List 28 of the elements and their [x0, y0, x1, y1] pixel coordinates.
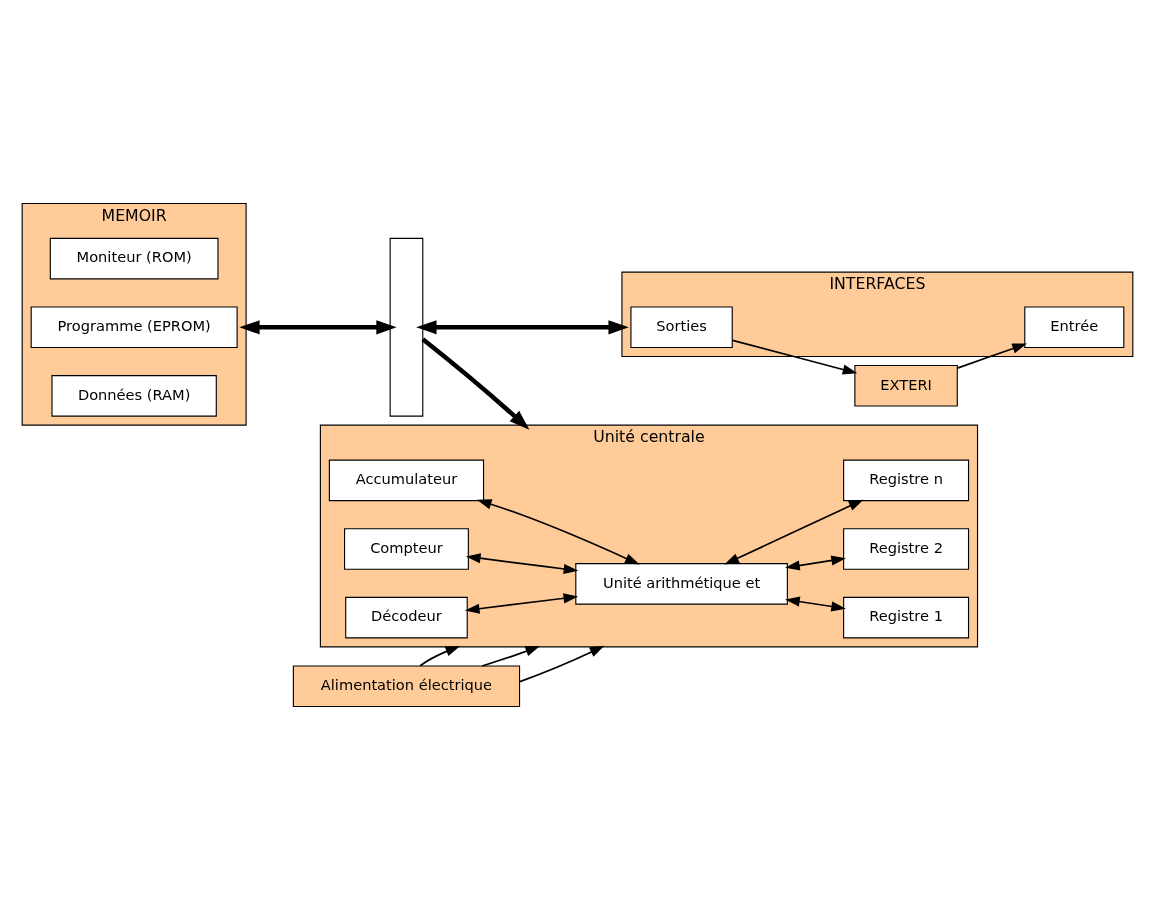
node-box: Sorties — [630, 305, 733, 348]
node-box: Unité arithmétique et — [575, 562, 788, 605]
arrow — [519, 645, 605, 682]
node-box: Registre 1 — [843, 596, 970, 638]
arrow — [416, 319, 629, 334]
arrow — [785, 596, 846, 611]
node-box: Décodeur — [345, 596, 468, 638]
node-box: Accumulateur — [328, 459, 485, 501]
arrow — [724, 499, 864, 564]
arrow — [419, 645, 461, 667]
node-box: Entrée — [1024, 305, 1125, 348]
node-box: Compteur — [344, 527, 469, 570]
node-box: EXTERI — [854, 364, 958, 407]
node-box: Registre 2 — [843, 527, 970, 570]
arrow — [476, 498, 640, 565]
arrow — [731, 339, 858, 374]
node-box: Données (RAM) — [51, 374, 217, 417]
arrow — [464, 592, 579, 614]
arrow — [239, 319, 397, 334]
node-box: Registre n — [843, 459, 970, 501]
arrow — [956, 343, 1027, 369]
node-box: Programme (EPROM) — [30, 305, 238, 348]
arrow — [785, 554, 846, 571]
arrow — [421, 336, 530, 430]
node-bar — [389, 237, 424, 417]
node-box: Alimentation électrique — [292, 664, 521, 707]
arrow — [465, 552, 579, 574]
node-box: Moniteur (ROM) — [49, 237, 219, 279]
